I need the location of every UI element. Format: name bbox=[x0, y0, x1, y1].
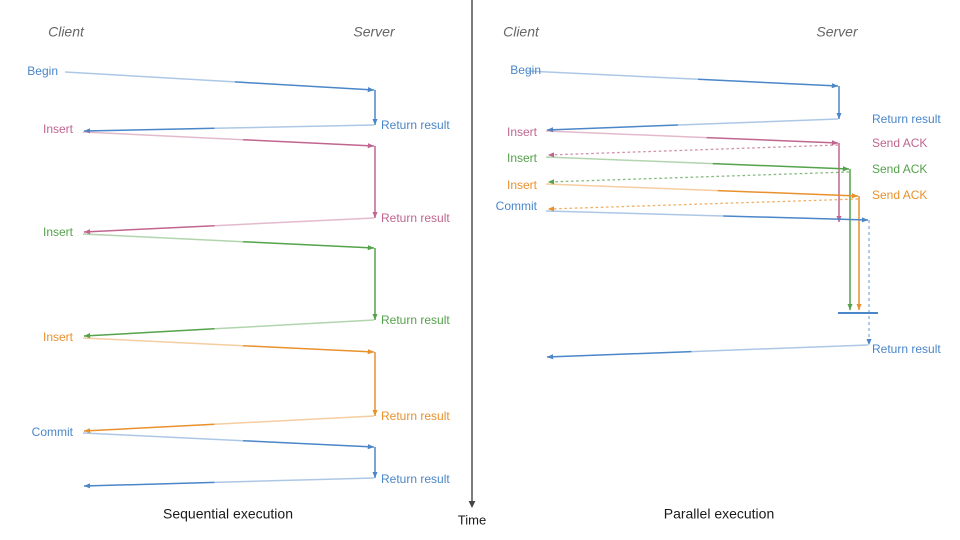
message-request-pink-sequential-3-tail bbox=[82, 131, 244, 141]
message-response-blue-parallel-2 bbox=[546, 124, 678, 133]
server-label-sequential-1: Return result bbox=[381, 211, 450, 225]
lane-header-server-sequential: Server bbox=[353, 24, 396, 40]
lane-header-client-sequential: Client bbox=[48, 24, 85, 40]
message-request-blue-sequential-12 bbox=[243, 439, 375, 450]
message-ack-orange-parallel-11 bbox=[547, 198, 859, 212]
client-label-parallel-0: Begin bbox=[510, 63, 541, 77]
message-response-blue-sequential-2-tail bbox=[214, 124, 375, 130]
message-response-blue-sequential-14-tail bbox=[214, 477, 375, 484]
server-label-parallel-3: Send ACK bbox=[872, 188, 927, 202]
server-label-sequential-3: Return result bbox=[381, 409, 450, 423]
message-response-green-sequential-8-tail bbox=[214, 319, 375, 330]
message-response-orange-sequential-11 bbox=[83, 423, 215, 434]
client-label-parallel-2: Insert bbox=[507, 151, 538, 165]
message-request-blue-sequential-0-tail bbox=[64, 71, 235, 83]
panel-caption-sequential: Sequential execution bbox=[163, 506, 293, 522]
client-label-sequential-0: Begin bbox=[27, 64, 58, 78]
client-label-parallel-1: Insert bbox=[507, 125, 538, 139]
lane-header-client-parallel: Client bbox=[503, 24, 540, 40]
message-response-pink-sequential-5-tail bbox=[214, 217, 375, 227]
client-label-sequential-1: Insert bbox=[43, 122, 74, 136]
time-axis-label: Time bbox=[458, 512, 486, 527]
server-label-parallel-4: Return result bbox=[872, 342, 941, 356]
message-response-blue-parallel-2-tail bbox=[677, 118, 839, 126]
message-request-orange-sequential-9-tail bbox=[82, 337, 244, 347]
message-request-orange-parallel-9-tail bbox=[545, 183, 718, 192]
message-request-pink-parallel-3-tail bbox=[545, 130, 707, 139]
message-response-green-sequential-8 bbox=[83, 328, 215, 339]
server-label-sequential-0: Return result bbox=[381, 118, 450, 132]
lane-header-server-parallel: Server bbox=[816, 24, 859, 40]
message-request-blue-parallel-12-tail bbox=[545, 210, 724, 217]
time-axis-arrowhead bbox=[468, 501, 476, 508]
message-ack-pink-parallel-5 bbox=[547, 144, 839, 158]
client-label-sequential-4: Commit bbox=[32, 425, 74, 439]
server-label-sequential-2: Return result bbox=[381, 313, 450, 327]
message-response-blue-sequential-2 bbox=[83, 127, 215, 134]
client-label-parallel-4: Commit bbox=[496, 199, 538, 213]
message-request-green-sequential-6-tail bbox=[82, 233, 244, 243]
server-label-parallel-2: Send ACK bbox=[872, 162, 927, 176]
message-request-pink-parallel-3 bbox=[706, 136, 839, 146]
message-request-blue-parallel-12 bbox=[723, 215, 869, 223]
message-request-green-parallel-6 bbox=[712, 162, 850, 172]
message-request-blue-sequential-0 bbox=[234, 81, 375, 93]
message-request-orange-parallel-9 bbox=[717, 189, 859, 199]
message-response-orange-sequential-11-tail bbox=[214, 415, 375, 425]
server-label-parallel-1: Send ACK bbox=[872, 136, 927, 150]
message-request-pink-sequential-3 bbox=[243, 138, 375, 149]
panel-caption-parallel: Parallel execution bbox=[664, 506, 775, 522]
message-response-blue-parallel-15-tail bbox=[691, 344, 869, 353]
message-response-blue-sequential-14 bbox=[83, 481, 215, 489]
message-response-pink-sequential-5 bbox=[83, 224, 215, 235]
client-label-parallel-3: Insert bbox=[507, 178, 538, 192]
message-request-orange-sequential-9 bbox=[243, 344, 375, 355]
message-request-green-parallel-6-tail bbox=[545, 156, 713, 165]
message-request-blue-parallel-0 bbox=[698, 78, 839, 89]
message-request-blue-parallel-0-tail bbox=[526, 70, 699, 80]
client-label-sequential-2: Insert bbox=[43, 225, 74, 239]
message-response-blue-parallel-15 bbox=[546, 350, 692, 360]
time-axis-group: Time bbox=[458, 0, 486, 527]
message-ack-green-parallel-8 bbox=[547, 171, 850, 185]
message-request-green-sequential-6 bbox=[243, 240, 375, 251]
client-label-sequential-3: Insert bbox=[43, 330, 74, 344]
server-label-sequential-4: Return result bbox=[381, 472, 450, 486]
message-request-blue-sequential-12-tail bbox=[82, 432, 244, 442]
server-label-parallel-0: Return result bbox=[872, 112, 941, 126]
